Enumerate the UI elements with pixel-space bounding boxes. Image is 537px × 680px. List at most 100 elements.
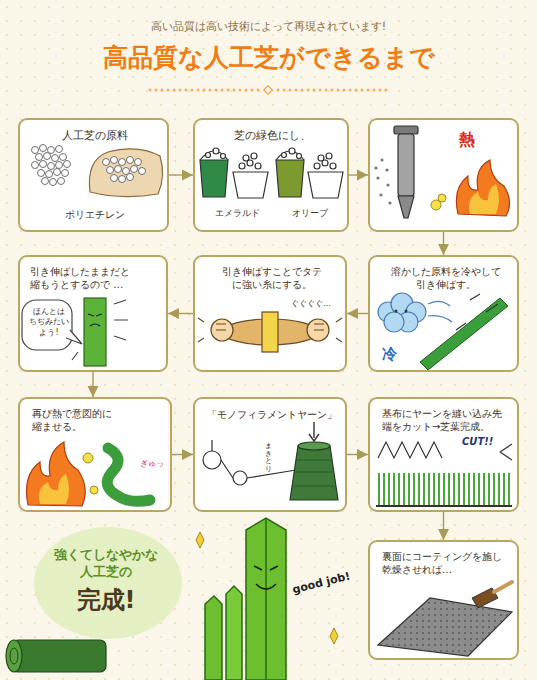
heat-fire: [431, 160, 510, 216]
yarn-spool: [313, 422, 314, 438]
title-rule: [150, 86, 388, 94]
dye-buckets: [200, 148, 343, 198]
reheat-fire: [107, 448, 150, 501]
yarn-spool: [298, 442, 330, 450]
pellets: [40, 145, 47, 152]
illustration-label: まきとり: [265, 443, 272, 474]
box-fill: [368, 118, 519, 232]
backing-coating: [378, 598, 512, 656]
box-fill: [18, 255, 168, 372]
step-text: 裏面にコーティングを施し乾燥させれば…: [382, 550, 510, 576]
pellets: [32, 145, 71, 186]
yarn-spool: [212, 440, 296, 478]
extruder: [394, 126, 418, 134]
illustration-part: [115, 166, 122, 173]
pellets: [32, 147, 39, 154]
step-box: 熱: [368, 118, 519, 232]
reheat-fire: [27, 442, 151, 506]
pellets: [42, 178, 49, 185]
stretched-yarn: [420, 298, 508, 370]
illustration-part: [385, 168, 388, 171]
illustration-part: [374, 166, 377, 169]
step-box: 引き伸ばすことでタテに強い糸にする。ぐぐぐぐ…: [193, 255, 347, 372]
illustration-part: [376, 176, 379, 179]
dye-buckets: [282, 153, 287, 158]
flow-arrow: [172, 454, 193, 455]
illustration-part: [135, 159, 142, 166]
flow-arrow: [347, 313, 368, 314]
dye-buckets: [200, 160, 228, 197]
illustration-label: ぎゅっ: [140, 459, 168, 469]
illustration-label: エメラルド: [198, 208, 276, 220]
yarn-spool: [292, 460, 336, 486]
dye-buckets: [297, 154, 302, 159]
flow-arrow: [443, 232, 444, 255]
dye-buckets: [289, 148, 295, 154]
turf-roll: [6, 640, 106, 672]
step-box: 基布にヤーンを縫い込み先端をカット→芝葉完成。CUT!!: [368, 397, 519, 512]
title: 高品質な人工芝ができるまで: [0, 42, 537, 75]
exclamation: good job!: [291, 569, 355, 598]
pellets: [44, 153, 51, 160]
yarn-spool: [203, 451, 221, 469]
grass-characters: [246, 518, 286, 680]
illustration-label: ポリエチレン: [25, 208, 165, 221]
illustration-label: ほんとは ちぢみたい よう!: [28, 307, 70, 338]
illustration-part: [127, 174, 134, 181]
extruder: [398, 134, 414, 196]
step-text: 芝の緑色にし、: [200, 129, 344, 143]
dye-buckets: [330, 163, 336, 169]
step-box: 溶かした原料を冷やして引き伸ばす。冷: [368, 255, 519, 372]
pellets: [48, 163, 55, 170]
box-fill: [368, 397, 519, 512]
shrinking-yarn: [22, 298, 128, 366]
flow-arrow: [349, 174, 368, 175]
cold-cloud: [428, 301, 450, 306]
dye-buckets: [326, 153, 332, 159]
illustration-label: 完成!: [34, 585, 178, 616]
heat-fire: [438, 194, 446, 202]
illustration-part: [380, 158, 383, 161]
illustration-part: [119, 159, 126, 166]
dye-buckets: [314, 163, 320, 169]
reheat-fire: [27, 442, 86, 506]
pellets: [36, 154, 43, 161]
step-box: 再び熱で意図的に縮ませる。ぎゅっ: [18, 397, 172, 512]
heat-fire: [469, 184, 499, 214]
box-fill: [18, 397, 168, 512]
flow-arrow: [169, 174, 193, 175]
illustration-part: [131, 166, 138, 173]
illustration-part: [127, 157, 134, 164]
step-text: 溶かした原料を冷やして引き伸ばす。: [387, 265, 505, 291]
result-circle: 強くてしなやかな 人工芝の完成!: [34, 527, 182, 639]
illustration-part: [386, 183, 389, 186]
step-text: 人工芝の原料: [25, 129, 165, 143]
title-rule: [264, 86, 272, 94]
tufting: [378, 473, 510, 505]
flow-arrow: [168, 313, 193, 314]
backing-coating: [494, 582, 512, 592]
grass-characters: [265, 518, 267, 680]
flow-arrow: [347, 454, 368, 455]
dye-buckets: [239, 163, 245, 169]
illustration-label: 冷: [378, 345, 400, 365]
shrinking-yarn: [72, 300, 128, 360]
pellets: [46, 171, 53, 178]
illustration-part: [103, 157, 146, 183]
dye-buckets: [251, 153, 257, 159]
yarn-spool: [309, 434, 319, 441]
shrinking-yarn: [88, 314, 102, 326]
dye-buckets: [213, 148, 219, 154]
step-text: 基布にヤーンを縫い込み先端をカット→芝葉完成。: [382, 407, 510, 433]
dye-buckets: [233, 172, 268, 198]
box-fill: [18, 118, 168, 232]
shrinking-yarn: [66, 330, 82, 344]
shrinking-yarn: [22, 300, 72, 350]
yarn-spool: [233, 471, 247, 485]
pellets: [54, 169, 61, 176]
dye-buckets: [255, 163, 261, 169]
